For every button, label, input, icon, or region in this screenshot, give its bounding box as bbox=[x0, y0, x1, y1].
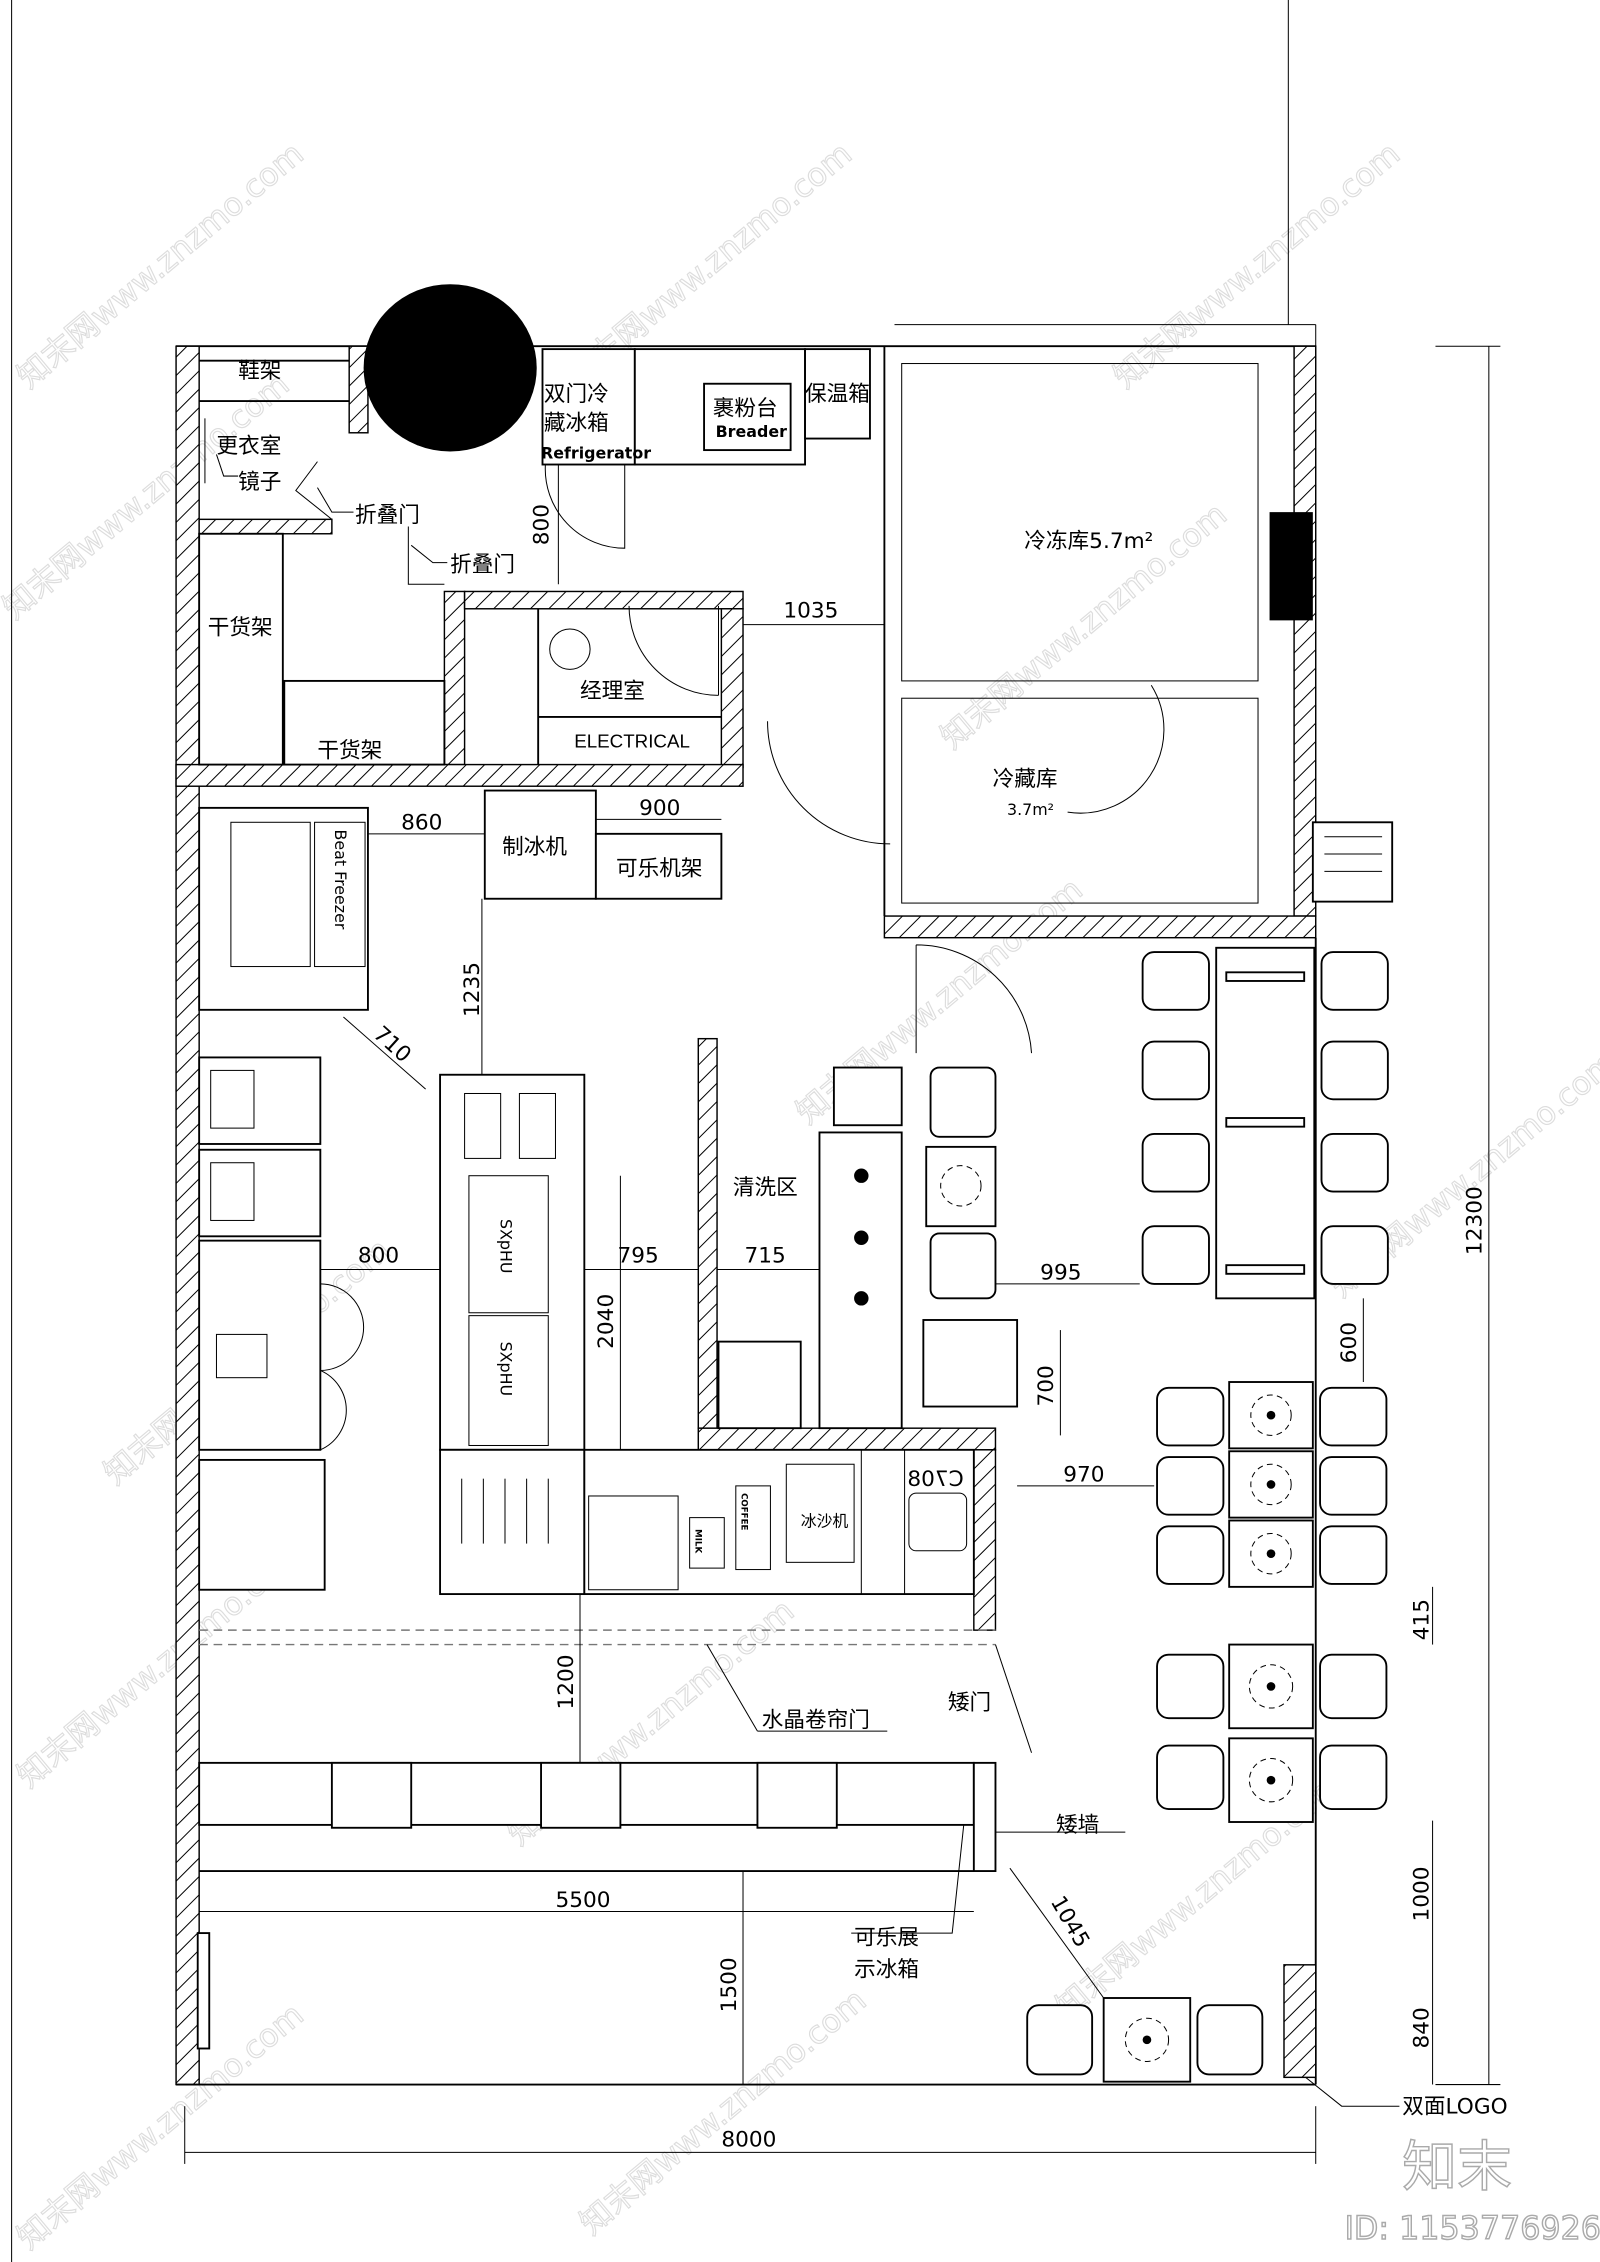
dim-1000: 1000 bbox=[1409, 1866, 1434, 1921]
mirror-label: 镜子 bbox=[238, 470, 281, 495]
walls bbox=[175, 345, 1394, 2086]
manager-office: 经理室 ELECTRICAL bbox=[537, 605, 722, 765]
wash-area: 清洗区 bbox=[717, 1066, 1019, 1430]
dry-storage: 干货架 干货架 bbox=[198, 532, 446, 766]
meat-freezer-label: Beat Freezer bbox=[331, 829, 350, 929]
breader-en-label: Breader bbox=[716, 422, 787, 441]
watermark-text: 知末网www.znzmo.com bbox=[11, 136, 311, 396]
exterior-stair bbox=[1311, 821, 1394, 903]
cola-display-label: 示冰箱 bbox=[854, 1957, 919, 1982]
warmer-label: 保温箱 bbox=[805, 382, 870, 407]
dim-970: 970 bbox=[1063, 1463, 1104, 1488]
changing-room-label: 更衣室 bbox=[216, 434, 281, 459]
coffee-label: COFFEE bbox=[739, 1493, 749, 1530]
double-logo-label: 双面LOGO bbox=[1402, 2094, 1507, 2119]
dim-600: 600 bbox=[1337, 1322, 1362, 1363]
freezer-room-label: 冷冻库5.7m² bbox=[1024, 529, 1153, 554]
dim-710: 710 bbox=[368, 1022, 415, 1068]
back-prep-equipment: 双门冷 藏冰箱 Refrigerator 裹粉台 Breader 保温箱 bbox=[541, 348, 871, 549]
folding-door-label: 折叠门 bbox=[450, 552, 515, 577]
cold-room-label: 冷藏库 bbox=[993, 767, 1058, 792]
dim-1045: 1045 bbox=[1045, 1892, 1094, 1952]
cola-display-label: 可乐展 bbox=[854, 1926, 919, 1951]
cola-rack-label: 可乐机架 bbox=[616, 857, 703, 882]
dry-rack-label: 干货架 bbox=[317, 738, 382, 763]
image-id: ID: 1153776926 bbox=[1345, 2211, 1600, 2247]
shoe-rack-label: 鞋架 bbox=[238, 359, 281, 384]
dim-840: 840 bbox=[1409, 2007, 1434, 2048]
chairs bbox=[1026, 951, 1389, 2076]
uhpxs-label: SXpHU bbox=[497, 1219, 516, 1274]
ice-machine-label: 制冰机 bbox=[502, 835, 567, 860]
cold-room-area: 3.7m² bbox=[1007, 800, 1054, 819]
dim-715: 715 bbox=[744, 1243, 785, 1268]
dim-8000: 8000 bbox=[721, 2128, 776, 2153]
dim-800-mid: 800 bbox=[358, 1243, 399, 1268]
dim-415: 415 bbox=[1409, 1599, 1434, 1640]
cold-rooms: 冷冻库5.7m² 冷藏库 3.7m² bbox=[767, 346, 1259, 1054]
slush-machine-label: 冰沙机 bbox=[801, 1511, 849, 1530]
refrigerator-label: Refrigerator bbox=[541, 444, 651, 463]
folding-door-label: 折叠门 bbox=[355, 503, 420, 528]
milk-label: MILK bbox=[692, 1529, 702, 1553]
dim-1200: 1200 bbox=[554, 1654, 579, 1709]
front-counter: MILK COFFEE 冰沙机 C708 矮门 水晶卷帘门 矮墙 可乐展 示冰箱 bbox=[196, 1448, 1126, 2050]
dim-900: 900 bbox=[639, 796, 680, 821]
low-door-label: 矮门 bbox=[948, 1690, 991, 1715]
wash-area-label: 清洗区 bbox=[733, 1175, 798, 1200]
dim-700: 700 bbox=[1034, 1365, 1059, 1406]
site-lines bbox=[11, 0, 1317, 2262]
breader-label: 裹粉台 bbox=[713, 396, 778, 421]
kitchen-equipment: Beat Freezer 制冰机 可乐机架 SXpHU SXpHU bbox=[198, 789, 723, 1596]
logo-sign bbox=[1283, 1964, 1317, 2079]
double-door-fridge-label: 藏冰箱 bbox=[544, 411, 609, 436]
dim-1500: 1500 bbox=[717, 1957, 742, 2012]
low-wall-label: 矮墙 bbox=[1056, 1813, 1099, 1838]
column-circle bbox=[363, 284, 537, 452]
electrical-label: ELECTRICAL bbox=[574, 730, 690, 751]
crystal-shutter-label: 水晶卷帘门 bbox=[762, 1708, 870, 1733]
dim-12300: 12300 bbox=[1463, 1186, 1488, 1255]
manager-office-label: 经理室 bbox=[580, 679, 645, 704]
dim-860: 860 bbox=[401, 810, 442, 835]
watermark-text: 知末网www.znzmo.com bbox=[1107, 136, 1407, 396]
column-block bbox=[1269, 512, 1313, 621]
double-door-fridge-label: 双门冷 bbox=[544, 382, 609, 407]
dim-800-top: 800 bbox=[529, 504, 554, 545]
small-tables bbox=[1102, 1381, 1314, 2083]
watermark-text: 知末网www.znzmo.com bbox=[11, 1997, 311, 2257]
brand-watermark: 知末 ID: 1153776926 bbox=[1344, 2134, 1600, 2248]
uhpxs-label: SXpHU bbox=[497, 1342, 516, 1397]
changing-room: 鞋架 更衣室 镜子 折叠门 折叠门 bbox=[199, 359, 515, 585]
dim-1035: 1035 bbox=[783, 598, 838, 623]
brand-logo: 知末 bbox=[1402, 2135, 1512, 2199]
dry-rack-label: 干货架 bbox=[208, 616, 273, 641]
dining-area: 双面LOGO bbox=[1026, 946, 1508, 2119]
dim-795: 795 bbox=[618, 1243, 659, 1268]
watermark-text: 知末网www.znzmo.com bbox=[574, 1982, 874, 2242]
dim-995: 995 bbox=[1040, 1261, 1081, 1286]
dim-5500: 5500 bbox=[555, 1888, 610, 1913]
dim-2040: 2040 bbox=[594, 1294, 619, 1349]
dim-1235: 1235 bbox=[460, 962, 485, 1017]
c708-label: C708 bbox=[907, 1467, 963, 1492]
